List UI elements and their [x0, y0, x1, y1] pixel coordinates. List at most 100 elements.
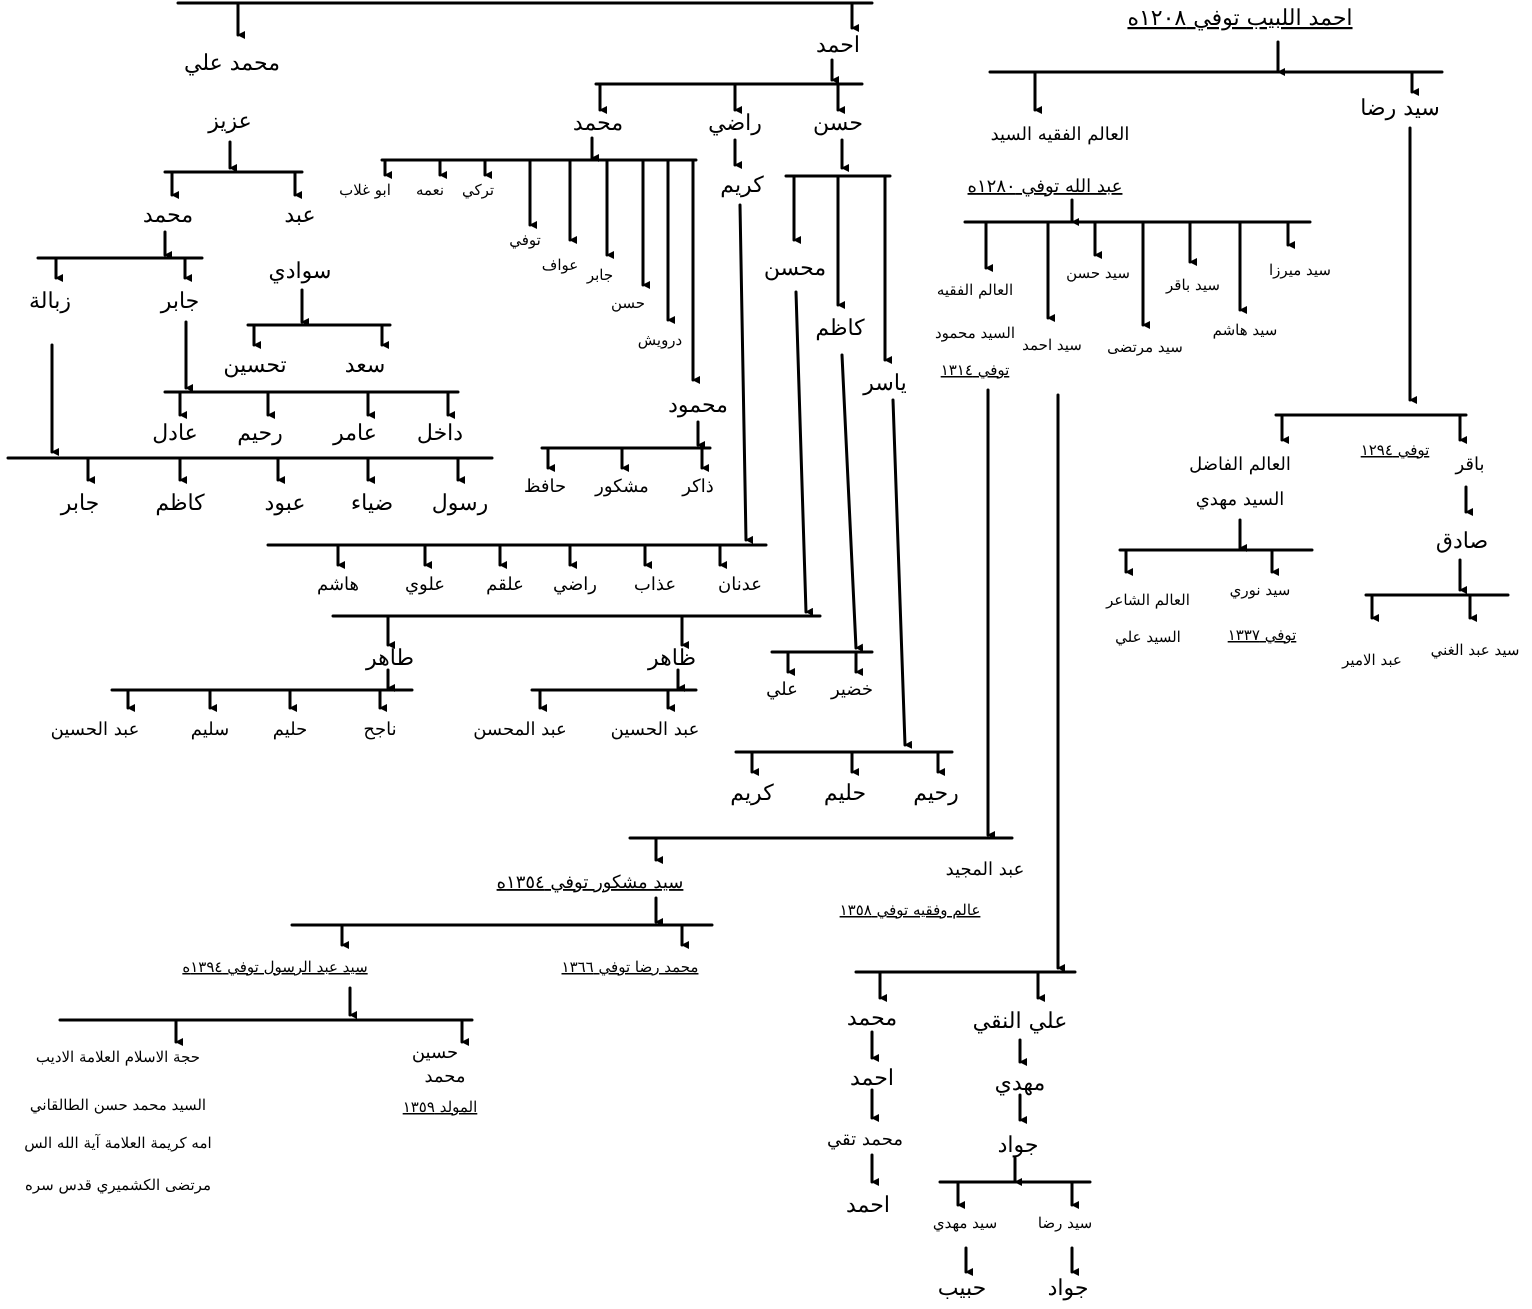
node-adil: عادل: [152, 421, 198, 446]
node-baqir: باقر: [1454, 454, 1484, 475]
node-yasir: ياسر: [862, 371, 906, 396]
node-muhammad-a: محمد: [847, 1006, 897, 1031]
node-khudayr: خضير: [830, 679, 873, 700]
node-adhab: عذاب: [634, 574, 676, 595]
node-aziz: عزيز: [207, 109, 252, 134]
node-muhammad-d: محمد: [143, 203, 193, 228]
node-mahmud-name: السيد محمود: [935, 324, 1015, 342]
node-halim-a: حليم: [273, 719, 308, 740]
node-najih: ناجح: [363, 719, 396, 740]
node-hujja-line3: امه كريمة العلامة آية الله الس: [24, 1134, 211, 1152]
node-sayyid-ahmad: سيد احمد: [1022, 336, 1082, 354]
node-diya: ضياء: [351, 491, 393, 516]
node-jabir-c: جابر: [60, 491, 100, 516]
node-amir: عامر: [332, 421, 377, 446]
node-ali-al-naqi: علي النقي: [973, 1009, 1068, 1034]
node-ahmad-top: احمد: [816, 33, 860, 58]
node-hujja-line4: مرتضى الكشميري قدس سره: [25, 1176, 211, 1194]
node-abd: عبد: [284, 203, 315, 228]
node-karim-b: كريم: [730, 781, 774, 806]
connector-lines: [6, 1, 1510, 1276]
node-kazim-b: كاظم: [155, 491, 205, 516]
node-darwish: درويش: [638, 331, 682, 349]
node-tahsin: تحسين: [223, 353, 286, 378]
node-muhammad-c: محمد: [424, 1066, 465, 1087]
node-jabir-b: جابر: [160, 289, 200, 314]
node-kazim-a: كاظم: [815, 316, 865, 341]
node-abbud: عبود: [265, 491, 306, 516]
node-ahmad-b: احمد: [850, 1066, 894, 1091]
node-nuri-date: توفي ١٣٣٧: [1228, 626, 1297, 644]
node-turki: تركي: [462, 181, 494, 199]
node-rasul: رسول: [432, 491, 488, 516]
node-zakir: ذاكر: [681, 476, 714, 497]
node-salim: سليم: [191, 719, 229, 740]
node-mahmud-b: محمود: [668, 393, 728, 418]
node-rahim-b: رحيم: [237, 421, 283, 446]
node-sayyid-mahdi-c: سيد مهدي: [933, 1214, 997, 1232]
node-jawad: جواد: [998, 1133, 1039, 1158]
node-saad: سعد: [345, 353, 386, 378]
node-dakhil: داخل: [417, 421, 463, 446]
node-muhammad-ali: محمد علي: [184, 51, 280, 76]
node-abd-al-rasul: سيد عبد الرسول توفي ١٣٩٤ه: [182, 958, 367, 976]
node-ahmad-c: احمد: [846, 1193, 890, 1218]
node-abd-al-majid: عبد المجيد: [946, 859, 1025, 880]
node-sayyid-baqir: سيد باقر: [1165, 276, 1220, 294]
node-hujja-line1: حجة الاسلام العلامة الاديب: [36, 1048, 200, 1066]
node-alawi: علوي: [405, 574, 445, 595]
node-abd-al-husayn-b: عبد الحسين: [611, 719, 700, 740]
node-muhsin: محسن: [764, 256, 826, 281]
node-hujja-line2: السيد محمد حسن الطالقاني: [30, 1096, 206, 1114]
node-adnan: عدنان: [718, 574, 762, 595]
node-jawad-b: جواد: [1048, 1276, 1089, 1301]
node-mahmud-date: توفي ١٣١٤: [941, 361, 1010, 379]
node-karim-a: كريم: [720, 173, 764, 198]
node-hasan-b: حسن: [813, 111, 863, 136]
node-zubala: زبالة: [29, 289, 71, 314]
connector-line: [738, 203, 754, 544]
node-zahir: ظاهر: [647, 646, 696, 671]
node-muhammad-taqi: محمد تقي: [827, 1129, 903, 1150]
node-abd-al-majid-note: عالم وفقيه توفي ١٣٥٨: [840, 901, 981, 919]
node-muhammad-b: محمد: [573, 111, 623, 136]
node-abd-al-muhsin: عبد المحسن: [473, 719, 567, 740]
connector-line: [891, 398, 913, 749]
node-awwaf: عواف: [542, 256, 578, 274]
node-mahdi-name: السيد مهدي: [1196, 489, 1285, 510]
node-sawadi: سوادي: [269, 259, 332, 284]
node-sayyid-hasan: سيد حسن: [1066, 264, 1130, 282]
node-mashkur-a: مشكور: [594, 476, 649, 497]
connector-line: [840, 353, 864, 652]
connector-line: [794, 290, 814, 616]
node-sayyid-mirza: سيد ميرزا: [1269, 261, 1331, 279]
node-husayn-born: المولد ١٣٥٩: [403, 1098, 478, 1116]
node-nima: نعمه: [416, 181, 444, 199]
node-sayyid-mashkur: سيد مشكور توفي ١٣٥٤ه: [497, 872, 684, 893]
node-hasan-c: حسن: [611, 294, 645, 312]
node-hafiz: حافظ: [524, 476, 566, 497]
node-sayyid-rida-b: سيد رضا: [1038, 1214, 1092, 1232]
node-ahmad-al-labib: احمد اللبيب توفي ١٢٠٨ه: [1127, 6, 1352, 31]
node-rahim-a: رحيم: [913, 781, 959, 806]
node-ali-poet-name: السيد علي: [1115, 628, 1181, 646]
node-sayyid-murtada: سيد مرتضى: [1107, 338, 1183, 356]
node-hashim-b: هاشم: [317, 574, 359, 595]
node-labels: احمد اللبيب توفي ١٢٠٨ه سيد رضا العالم ال…: [24, 6, 1519, 1301]
node-sayyid-nuri: سيد نوري: [1230, 581, 1291, 599]
node-sayyid-hashim: سيد هاشم: [1213, 321, 1278, 339]
node-abd-al-amir: عبد الامير: [1341, 651, 1402, 669]
node-muhammad-rida: محمد رضا توفي ١٣٦٦: [562, 958, 699, 976]
node-mahdi: مهدي: [995, 1071, 1046, 1096]
node-abd-al-husayn-a: عبد الحسين: [51, 719, 140, 740]
node-abd-al-ghani: سيد عبد الغني: [1431, 641, 1520, 659]
node-baqir-date: توفي ١٢٩٤: [1361, 441, 1430, 459]
node-sayyid-rida: سيد رضا: [1360, 96, 1440, 121]
node-radi-b: راضي: [553, 574, 597, 595]
node-abdullah-title: العالم الفقيه السيد: [991, 124, 1130, 145]
node-radi-a: راضي: [708, 111, 762, 136]
node-tufi: توفي: [509, 231, 541, 249]
node-jabir-a: جابر: [586, 266, 613, 284]
node-husayn: حسين: [412, 1042, 458, 1063]
node-habib: حبيب: [938, 1276, 986, 1301]
